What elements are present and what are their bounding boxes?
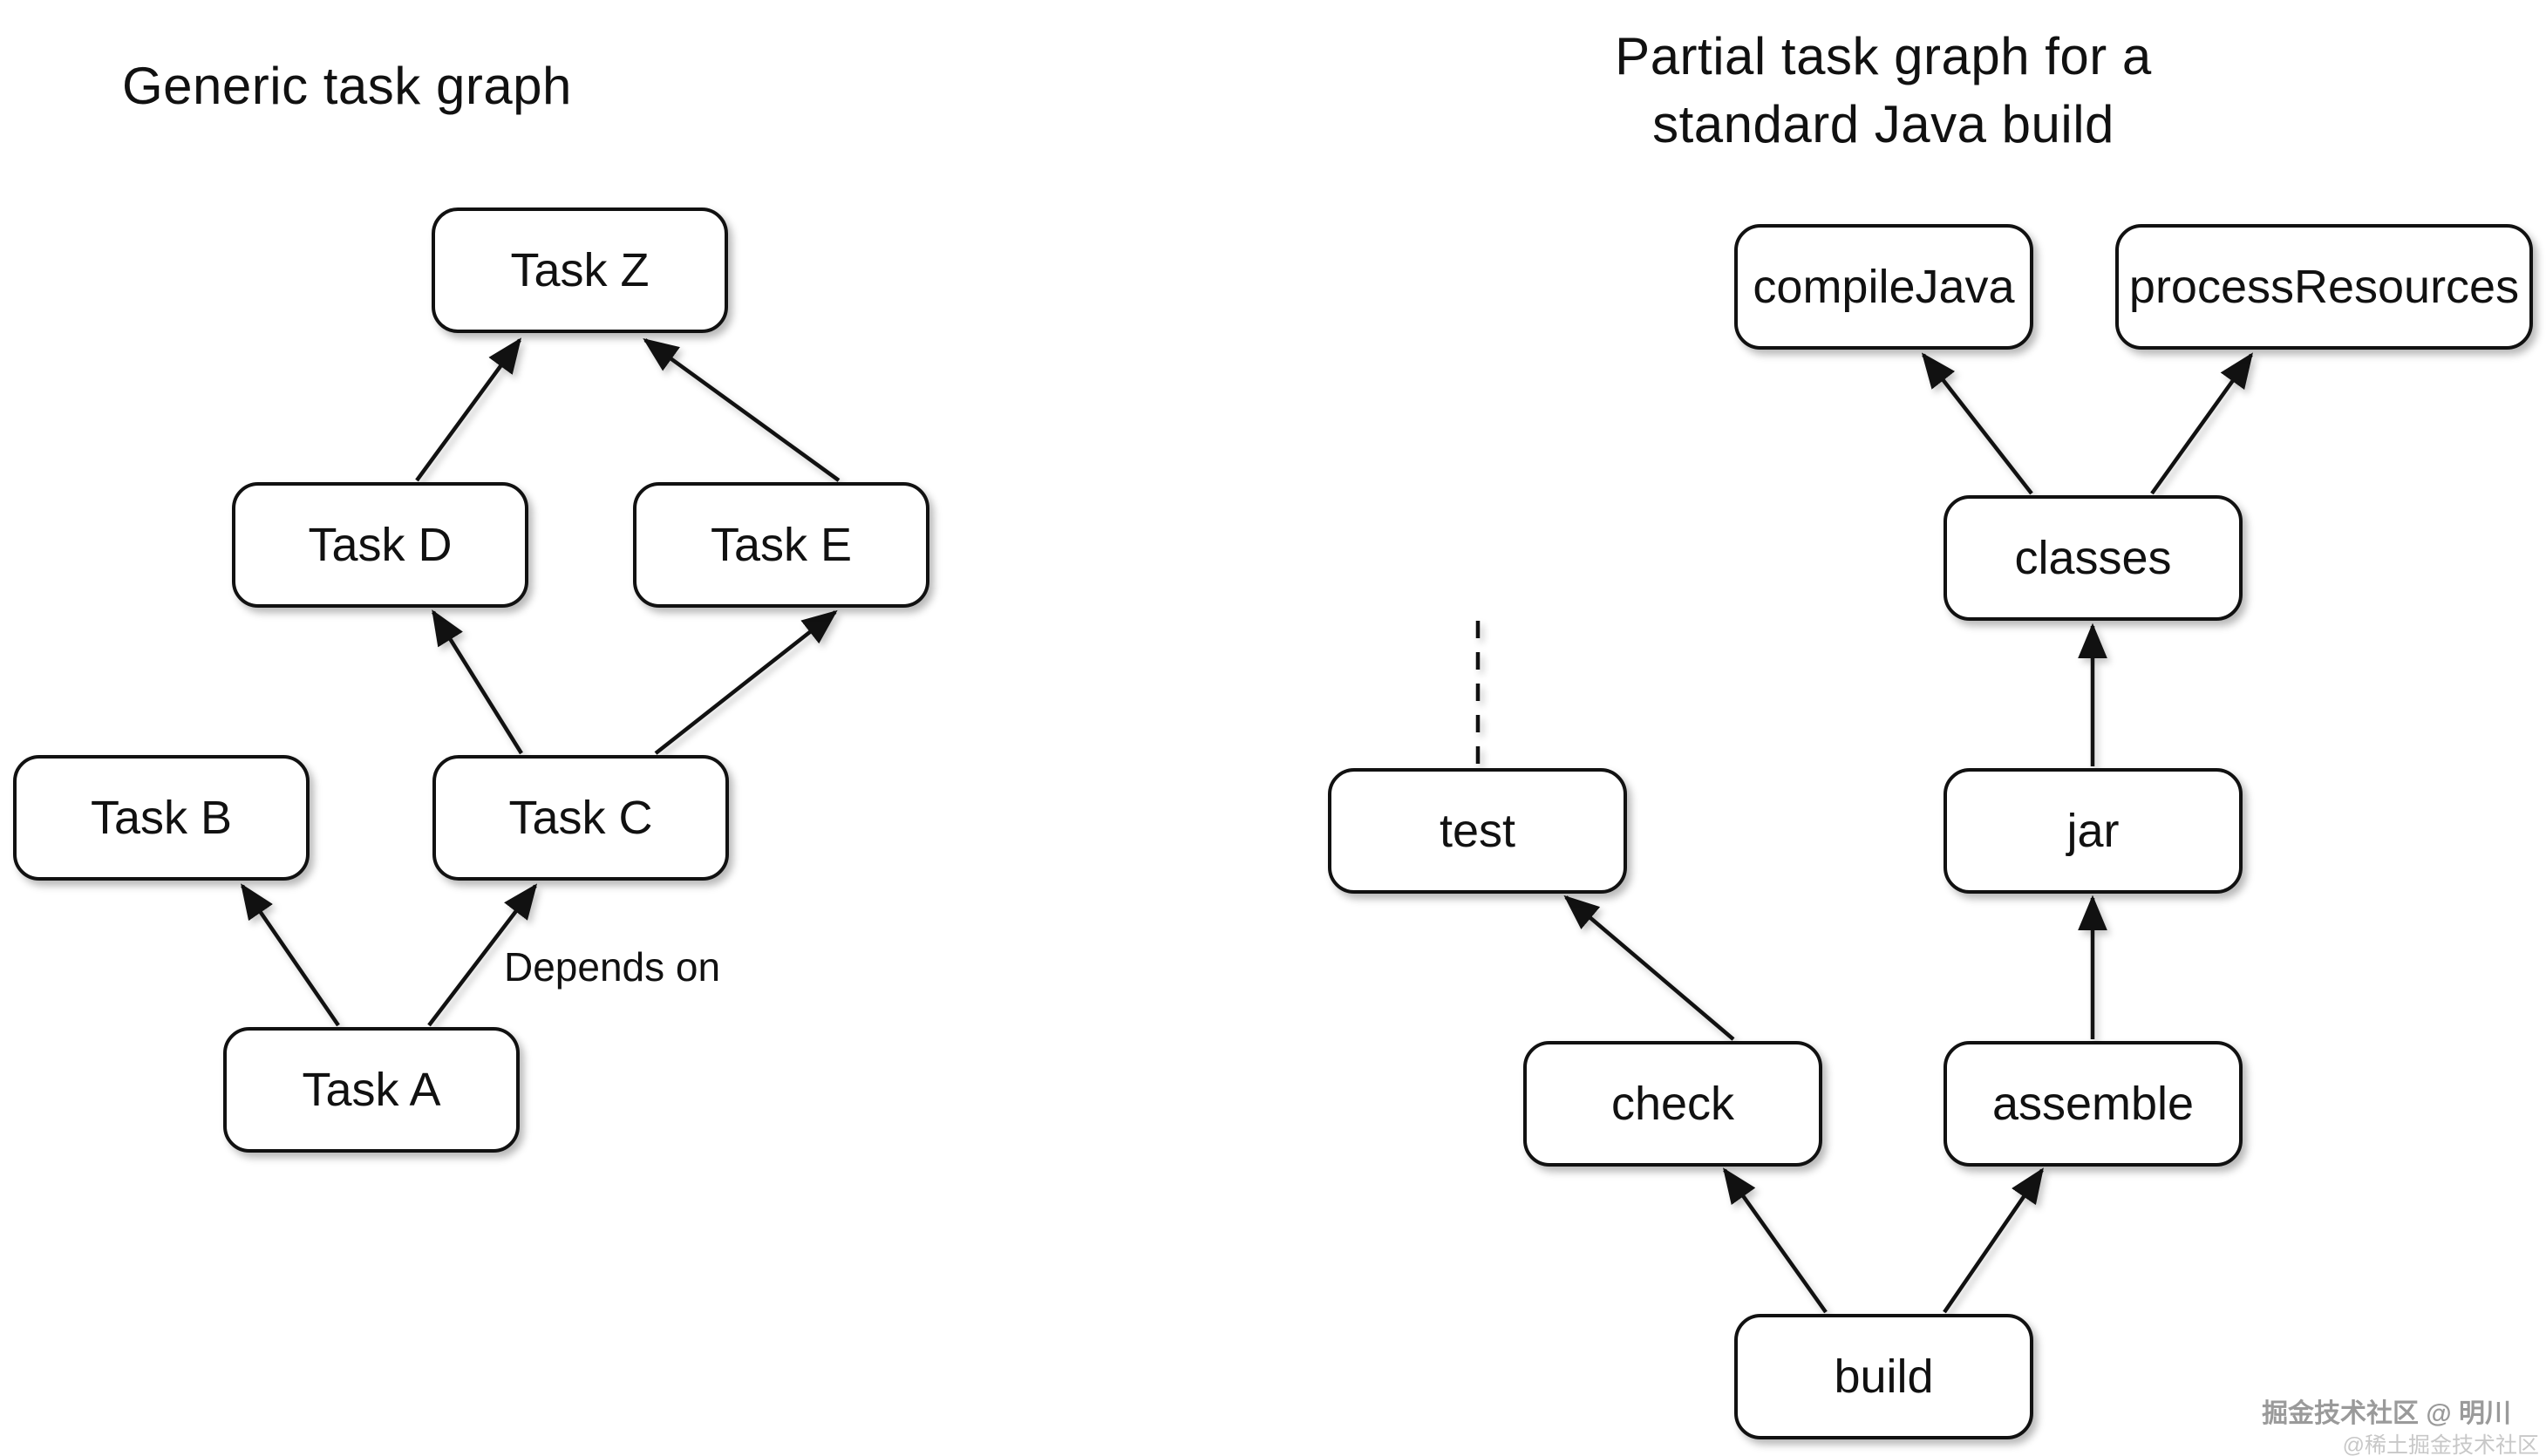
edge-taskE-taskZ [643, 338, 841, 482]
edge-taskC-taskD [432, 609, 523, 755]
node-task-d: Task D [232, 482, 528, 608]
left-graph-title: Generic task graph [122, 57, 572, 115]
node-task-z: Task Z [432, 208, 728, 333]
right-graph-title-line1: Partial task graph for a [1615, 27, 2152, 85]
edge-check-test [1563, 895, 1735, 1041]
edge-taskA-taskB [241, 883, 340, 1027]
node-jar: jar [1944, 768, 2243, 894]
node-test: test [1328, 768, 1627, 894]
edge-classes-processResources [2150, 352, 2253, 495]
node-assemble: assemble [1944, 1041, 2243, 1167]
watermark-line1: 掘金技术社区 @ 明川 [2262, 1399, 2511, 1428]
watermark-line2: @稀土掘金技术社区 [2342, 1433, 2539, 1456]
edge-taskD-taskZ [415, 337, 521, 482]
node-check: check [1523, 1041, 1822, 1167]
node-build: build [1734, 1314, 2033, 1439]
edge-build-assemble [1943, 1167, 2044, 1314]
right-graph-title-line2: standard Java build [1652, 95, 2114, 153]
edge-build-check [1723, 1167, 1828, 1314]
node-task-e: Task E [633, 482, 929, 608]
node-task-c: Task C [432, 755, 729, 881]
edge-classes-compileJava [1921, 352, 2033, 495]
node-process-resources: processResources [2115, 224, 2533, 350]
node-task-a: Task A [223, 1027, 520, 1153]
edge-taskC-taskE [654, 609, 838, 755]
depends-on-label: Depends on [504, 944, 721, 990]
node-task-b: Task B [13, 755, 310, 881]
edge-taskA-taskC [427, 883, 538, 1027]
node-classes: classes [1944, 495, 2243, 621]
node-compile-java: compileJava [1734, 224, 2033, 350]
right-graph-title: Partial task graph for a standard Java b… [1535, 23, 2232, 159]
